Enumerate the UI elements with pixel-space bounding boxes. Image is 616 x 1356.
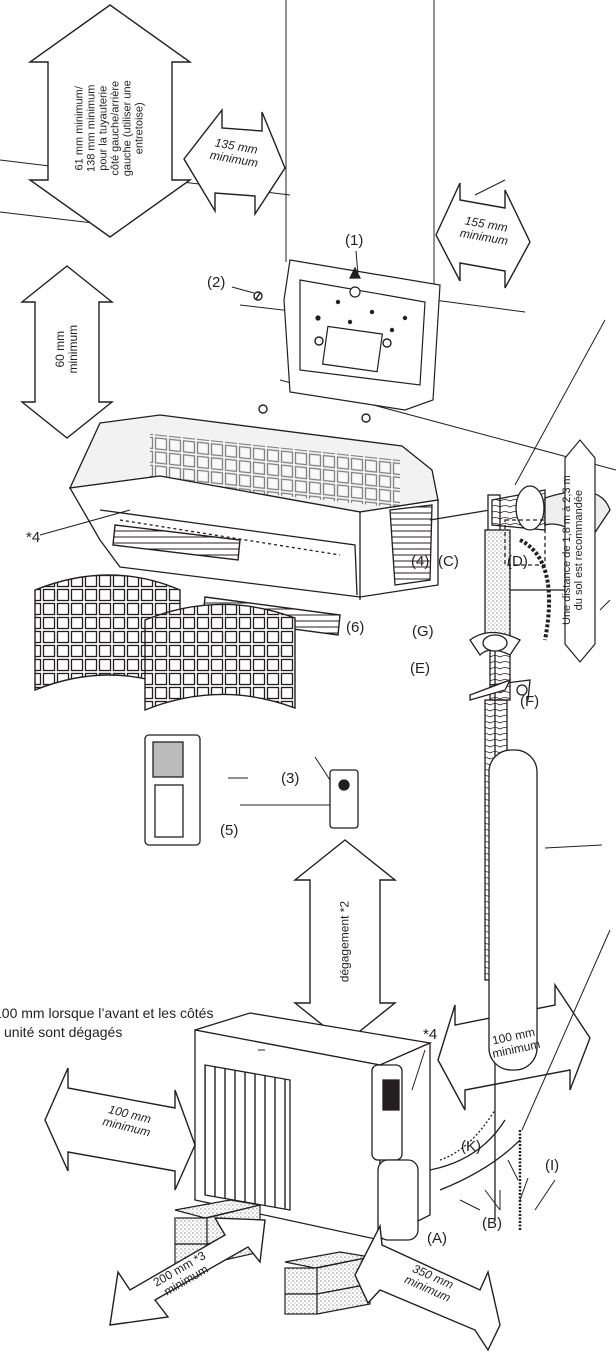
clearance-arrow-155 <box>435 182 531 289</box>
clearance-arrow-135 <box>183 107 286 217</box>
height-recommend-box <box>564 439 596 663</box>
callout-2: (2) <box>207 274 226 291</box>
leader-1 <box>355 250 359 276</box>
callout-1: (1) <box>345 232 364 249</box>
callout-3: (3) <box>281 770 300 787</box>
clearance-arrow-outdoor-back <box>109 1217 266 1326</box>
callout-5: (5) <box>220 822 239 839</box>
callout-B: (B) <box>482 1215 502 1232</box>
callout-C: (C) <box>438 553 459 570</box>
text-line: minimum <box>66 324 80 374</box>
label-60mm: 60 mm minimum <box>53 314 80 384</box>
callout-K: (K) <box>461 1138 481 1155</box>
callout-I: (I) <box>545 1157 560 1174</box>
mounting-plate <box>283 259 441 411</box>
text-line: 138 mm minimum <box>85 84 98 172</box>
text-line: unité sont dégagés <box>4 1024 123 1040</box>
text-line: dégagement *2 <box>337 900 352 983</box>
remote-controller-group <box>144 734 359 846</box>
outdoor-note: 100 mm lorsque l’avant et les côtés unit… <box>0 1004 213 1042</box>
leader-2 <box>231 286 255 294</box>
air-filters <box>34 524 341 712</box>
text-line: gauche (utiliser une <box>122 80 135 177</box>
callout-D: (D) <box>507 553 528 570</box>
callout-6: (6) <box>346 619 365 636</box>
top-clearance-label: 61 mm minimum/ 138 mm minimum pour la tu… <box>74 53 147 203</box>
callout-E: (E) <box>410 660 430 677</box>
callout-G: (G) <box>412 623 434 640</box>
callout-star4-outdoor: *4 <box>423 1026 438 1043</box>
clearance-arrow-outdoor-side <box>354 1223 501 1352</box>
clips <box>469 631 528 701</box>
label-degagement: dégagement *2 <box>337 892 352 992</box>
clearance-arrow-60 <box>20 265 114 439</box>
text-line: du sol est recommandée <box>573 489 585 611</box>
outdoor-unit <box>194 1012 433 1242</box>
text-line: pour la tuyauterie <box>97 85 110 171</box>
leader-lines <box>39 319 611 1211</box>
label-height-recommend: Une distance de 1,8 m à 2,3 m du sol est… <box>561 455 585 645</box>
text-line: 61 mm minimum/ <box>73 86 86 171</box>
clearance-arrow-top <box>27 4 193 238</box>
text-line: entretoise) <box>134 102 147 155</box>
callout-star4-indoor: *4 <box>26 529 41 546</box>
callout-A: (A) <box>427 1230 447 1247</box>
indoor-unit <box>68 414 439 600</box>
callout-4: (4) <box>411 553 430 570</box>
clearance-arrow-outdoor-front <box>44 1067 196 1191</box>
callout-F: (F) <box>520 693 540 710</box>
text-line: Une distance de 1,8 m à 2,3 m <box>560 475 573 625</box>
screw-icons <box>253 291 392 423</box>
text-line: côté gauche/arrière <box>110 80 122 176</box>
text-line: 100 mm lorsque l’avant et les côtés <box>0 1005 214 1021</box>
